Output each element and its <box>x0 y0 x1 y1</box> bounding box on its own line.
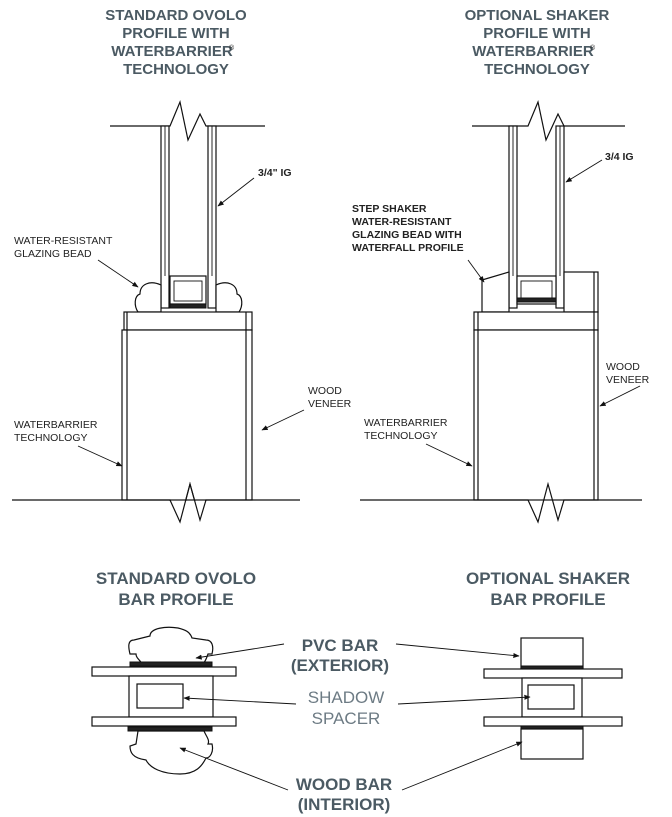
waterbarrier-label-right: WATERBARRIER TECHNOLOGY <box>364 417 473 467</box>
svg-text:(EXTERIOR): (EXTERIOR) <box>291 656 389 675</box>
ig-spacer <box>169 275 207 305</box>
svg-text:GLAZING BEAD WITH: GLAZING BEAD WITH <box>352 229 462 241</box>
svg-text:STANDARD OVOLO: STANDARD OVOLO <box>96 569 256 588</box>
left-bar-drawing <box>91 626 237 775</box>
glass-lite-exterior <box>91 666 237 677</box>
glass-lite-interior <box>91 716 237 727</box>
svg-text:WATERFALL PROFILE: WATERFALL PROFILE <box>352 242 464 254</box>
pvc-bar-tape <box>129 661 213 667</box>
glass-lite-exterior <box>483 668 623 679</box>
interior-stop <box>563 271 599 313</box>
waterbarrier-label-left: WATERBARRIER TECHNOLOGY <box>14 419 123 467</box>
step-shaker-label: STEP SHAKER WATER-RESISTANT GLAZING BEAD… <box>352 203 485 283</box>
svg-text:TECHNOLOGY: TECHNOLOGY <box>14 432 88 444</box>
svg-text:WOOD: WOOD <box>308 385 342 397</box>
step-shaker-bead <box>481 271 510 313</box>
svg-text:®: ® <box>590 44 596 52</box>
wood-veneer-label-right: WOOD VENEER <box>599 361 650 407</box>
top-break-line <box>110 99 265 142</box>
sash-top-rail <box>123 311 253 331</box>
svg-text:WATERBARRIER: WATERBARRIER <box>364 417 448 429</box>
svg-text:(INTERIOR): (INTERIOR) <box>298 795 391 814</box>
svg-text:SPACER: SPACER <box>312 709 381 728</box>
wood-bar-ovolo <box>129 730 214 775</box>
wood-bar-shaker <box>520 728 584 760</box>
pvc-bar-shaker <box>520 637 584 669</box>
svg-text:WATERBARRIER: WATERBARRIER <box>111 43 233 60</box>
svg-text:WATER-RESISTANT: WATER-RESISTANT <box>14 235 113 247</box>
right-bar-heading: OPTIONAL SHAKER BAR PROFILE <box>466 569 630 609</box>
svg-text:VENEER: VENEER <box>308 398 352 410</box>
svg-text:OPTIONAL SHAKER: OPTIONAL SHAKER <box>466 569 630 588</box>
svg-text:WOOD BAR: WOOD BAR <box>296 775 392 794</box>
top-break-line <box>472 99 625 142</box>
svg-text:3/4" IG: 3/4" IG <box>258 167 292 179</box>
left-bar-heading: STANDARD OVOLO BAR PROFILE <box>96 569 256 609</box>
glazing-bead-label: WATER-RESISTANT GLAZING BEAD <box>14 235 139 288</box>
svg-text:TECHNOLOGY: TECHNOLOGY <box>484 61 590 78</box>
left-profile-heading: STANDARD OVOLO PROFILE WITH WATERBARRIER… <box>105 7 247 78</box>
left-profile-drawing <box>12 99 300 531</box>
svg-text:BAR PROFILE: BAR PROFILE <box>490 590 605 609</box>
sash-body <box>121 329 253 501</box>
svg-text:OPTIONAL SHAKER: OPTIONAL SHAKER <box>465 7 610 24</box>
svg-text:GLAZING BEAD: GLAZING BEAD <box>14 248 92 260</box>
wood-veneer-label-left: WOOD VENEER <box>261 385 352 431</box>
svg-text:STANDARD OVOLO: STANDARD OVOLO <box>105 7 247 24</box>
svg-text:VENEER: VENEER <box>606 374 650 386</box>
svg-text:TECHNOLOGY: TECHNOLOGY <box>364 430 438 442</box>
svg-text:PVC BAR: PVC BAR <box>302 636 379 655</box>
pvc-bar-callout: PVC BAR (EXTERIOR) <box>195 636 520 675</box>
glazing-bead-exterior <box>134 282 162 313</box>
right-profile-heading: OPTIONAL SHAKER PROFILE WITH WATERBARRIE… <box>465 7 610 78</box>
ig-spacer-seal <box>169 303 207 309</box>
shadow-spacer-inner <box>527 684 575 710</box>
ig-spacer-seal <box>516 297 557 303</box>
pvc-bar-ovolo <box>128 626 214 667</box>
svg-text:STEP SHAKER: STEP SHAKER <box>352 203 427 215</box>
svg-text:PROFILE WITH: PROFILE WITH <box>483 25 591 42</box>
svg-text:WATERBARRIER: WATERBARRIER <box>472 43 594 60</box>
svg-text:®: ® <box>229 44 235 52</box>
glass-lite-interior <box>483 716 623 727</box>
sash-body <box>473 329 599 501</box>
svg-text:TECHNOLOGY: TECHNOLOGY <box>123 61 229 78</box>
svg-text:WATERBARRIER: WATERBARRIER <box>14 419 98 431</box>
shadow-spacer-callout: SHADOW SPACER <box>183 688 531 728</box>
glazing-bead-interior <box>215 282 243 313</box>
wood-bar-callout: WOOD BAR (INTERIOR) <box>179 741 523 814</box>
right-bar-drawing <box>483 637 623 760</box>
ig-label-left: 3/4" IG <box>217 167 292 207</box>
svg-text:WOOD: WOOD <box>606 361 640 373</box>
svg-text:WATER-RESISTANT: WATER-RESISTANT <box>352 216 452 228</box>
svg-text:BAR PROFILE: BAR PROFILE <box>118 590 233 609</box>
ig-label-right: 3/4 IG <box>565 151 634 183</box>
sash-top-rail <box>473 311 599 331</box>
svg-text:SHADOW: SHADOW <box>308 688 385 707</box>
right-profile-drawing <box>360 99 642 524</box>
svg-text:3/4 IG: 3/4 IG <box>605 151 634 163</box>
svg-text:PROFILE WITH: PROFILE WITH <box>122 25 230 42</box>
bottom-break-line <box>360 481 642 524</box>
shadow-spacer-inner <box>136 683 184 709</box>
